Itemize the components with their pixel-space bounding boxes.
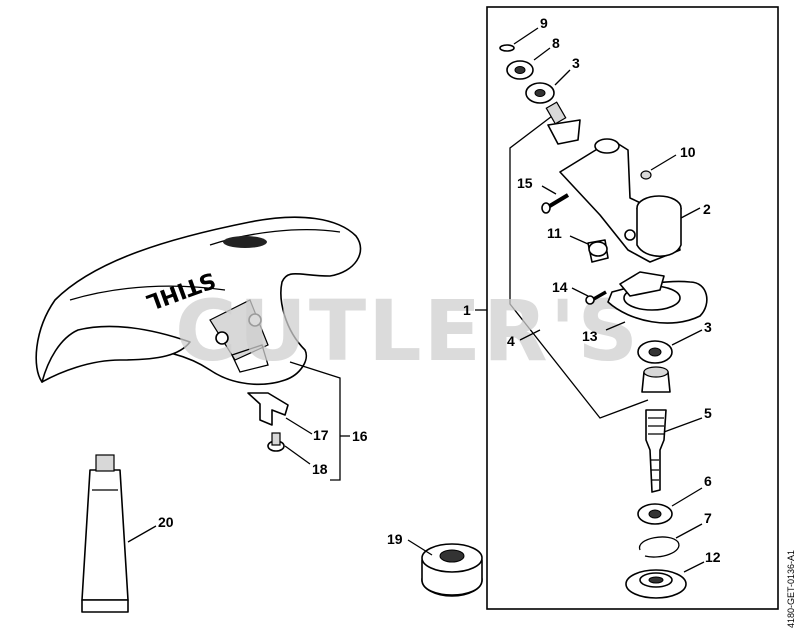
part-20-grease-tube	[81, 454, 129, 613]
callout-17: 17	[313, 427, 329, 443]
callout-14: 14	[552, 279, 568, 295]
part-14-screw	[585, 290, 607, 305]
part-11-plug-screw	[587, 239, 609, 263]
document-id: 4180-GET-0136-A1	[786, 550, 796, 628]
part-3-bearing-top	[525, 82, 555, 104]
callout-20: 20	[158, 514, 174, 530]
part-17-clip	[247, 392, 289, 426]
part-9-circlip	[499, 44, 515, 52]
callout-8: 8	[552, 35, 560, 51]
part-12-thrust-washer	[625, 569, 687, 599]
callout-10: 10	[680, 144, 696, 160]
callout-9: 9	[540, 15, 548, 31]
callout-13: 13	[582, 328, 598, 344]
callout-15: 15	[517, 175, 533, 191]
bevel-gear	[641, 366, 671, 393]
part-7-circlip	[639, 536, 680, 558]
part-3-bearing-lower	[637, 340, 673, 364]
watermark: CUTLER'S	[175, 282, 640, 380]
callout-16-bracket	[289, 361, 341, 481]
callout-18: 18	[312, 461, 328, 477]
callout-2: 2	[703, 201, 711, 217]
callout-6: 6	[704, 473, 712, 489]
gear-head-frame	[486, 6, 779, 610]
callout-19: 19	[387, 531, 403, 547]
part-6-bearing	[637, 503, 673, 525]
deflector-guard: STIHL	[35, 216, 362, 386]
guard-emblem	[223, 236, 267, 248]
part-15-screw	[541, 193, 570, 214]
callout-12: 12	[705, 549, 721, 565]
pinion-gear	[545, 101, 581, 145]
part-10-nut	[640, 170, 652, 180]
callout-3-top: 3	[572, 55, 580, 71]
part-5-spindle	[645, 409, 667, 493]
part-18-screw	[267, 432, 285, 452]
callout-4: 4	[507, 333, 515, 349]
part-13-mounting-plate	[607, 271, 708, 324]
callout-3-lower: 3	[704, 319, 712, 335]
callout-16: 16	[352, 428, 368, 444]
callout-1: 1	[463, 302, 471, 318]
part-2-gear-housing	[559, 138, 682, 263]
callout-5: 5	[704, 405, 712, 421]
callout-7: 7	[704, 510, 712, 526]
callout-11: 11	[547, 225, 562, 241]
part-19-thrust-plate	[421, 543, 483, 597]
part-8-bearing	[506, 60, 534, 80]
callout-4-bracket	[509, 109, 649, 419]
